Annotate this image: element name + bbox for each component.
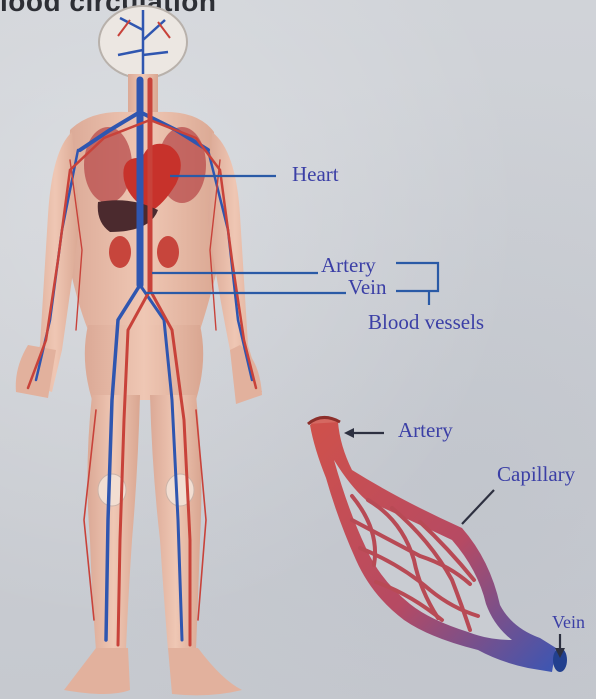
- left-kidney: [109, 236, 131, 268]
- left-lung: [84, 127, 132, 203]
- blood-vessels-label: Blood vessels: [368, 310, 484, 335]
- artery-arrow-head: [344, 428, 354, 438]
- left-leg: [87, 395, 140, 650]
- blood-vessels-bracket: [396, 263, 438, 305]
- capillary-artery-label: Artery: [398, 418, 453, 443]
- right-foot: [168, 648, 242, 695]
- capillary-arrow-line: [462, 490, 494, 524]
- human-body: [16, 6, 262, 695]
- vein-label: Vein: [348, 275, 387, 300]
- pelvis: [85, 325, 203, 400]
- capillary-label: Capillary: [497, 462, 575, 487]
- capillary-vein-label: Vein: [552, 612, 585, 633]
- left-foot: [64, 648, 130, 694]
- capillary-bed: [308, 417, 567, 672]
- right-kidney: [157, 236, 179, 268]
- right-leg: [150, 395, 201, 650]
- heart-label: Heart: [292, 162, 339, 187]
